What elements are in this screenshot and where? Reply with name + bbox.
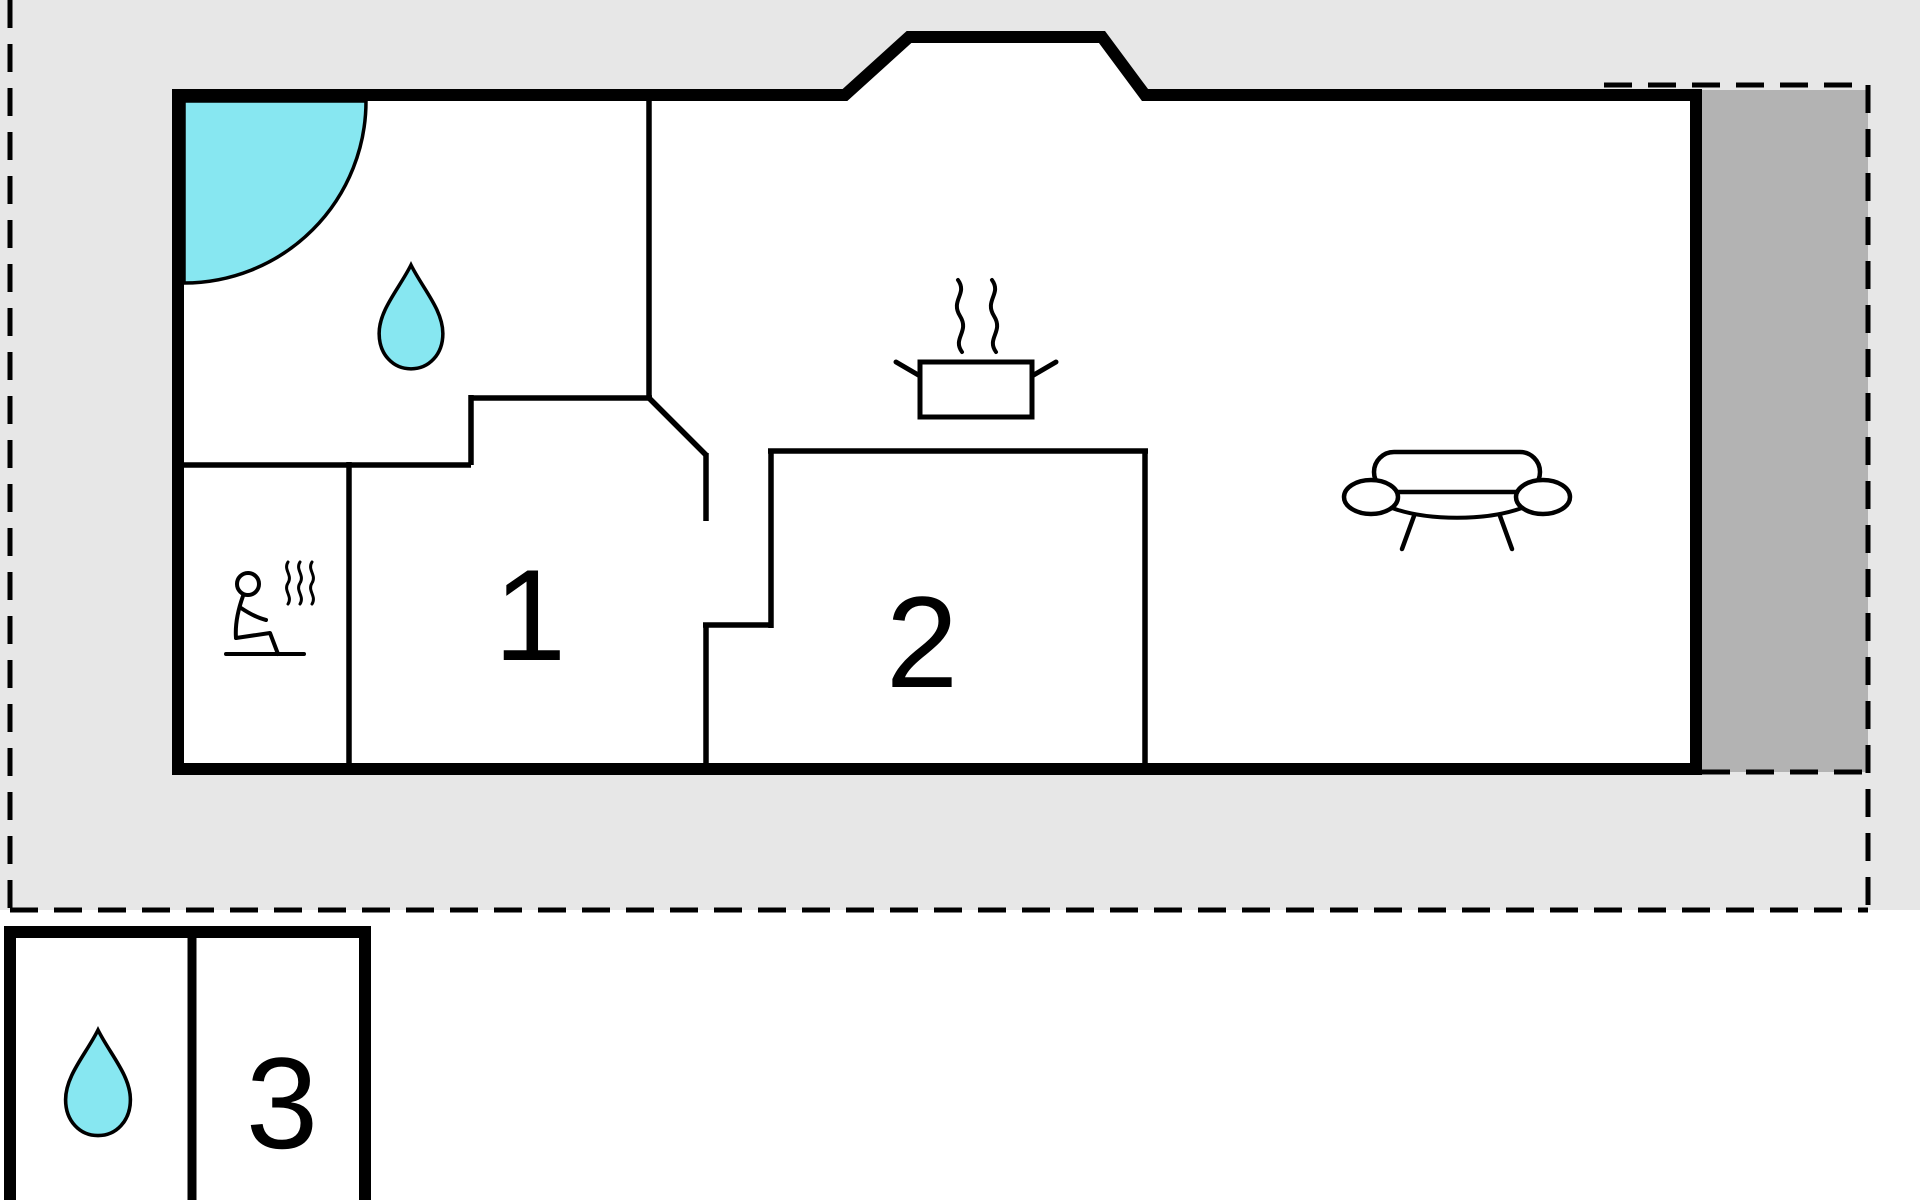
room-3-label: 3 bbox=[246, 1030, 318, 1176]
sauna-person-arm bbox=[239, 606, 268, 622]
terrace bbox=[1702, 90, 1868, 772]
pot-handle-right bbox=[1029, 359, 1059, 379]
sauna-person-head bbox=[235, 571, 261, 597]
sauna-steam bbox=[285, 560, 315, 606]
sofa-leg-left bbox=[1399, 513, 1417, 552]
sauna-person-body bbox=[233, 594, 245, 640]
interior-walls bbox=[175, 95, 1148, 772]
corner-bath-icon bbox=[182, 99, 368, 285]
sofa-icon bbox=[1341, 449, 1573, 552]
room-1-label: 1 bbox=[494, 542, 566, 688]
steam-icon bbox=[954, 278, 1000, 354]
property-boundary bbox=[7, 0, 1871, 913]
sofa-arm-left bbox=[1341, 477, 1401, 517]
sofa-arm-right bbox=[1513, 477, 1573, 517]
cooking-pot-icon bbox=[893, 278, 1059, 420]
pot-body bbox=[917, 359, 1035, 420]
sofa-back bbox=[1371, 449, 1543, 495]
annex: 3 bbox=[4, 926, 371, 1200]
sauna-person-legs bbox=[234, 631, 280, 656]
wall-hall-diagonal bbox=[645, 394, 708, 457]
sauna-icon bbox=[224, 560, 315, 656]
room-2-label: 2 bbox=[886, 569, 958, 715]
sofa-seat bbox=[1390, 506, 1524, 520]
pot-handle-left bbox=[893, 359, 923, 379]
sofa-leg-right bbox=[1497, 513, 1515, 552]
